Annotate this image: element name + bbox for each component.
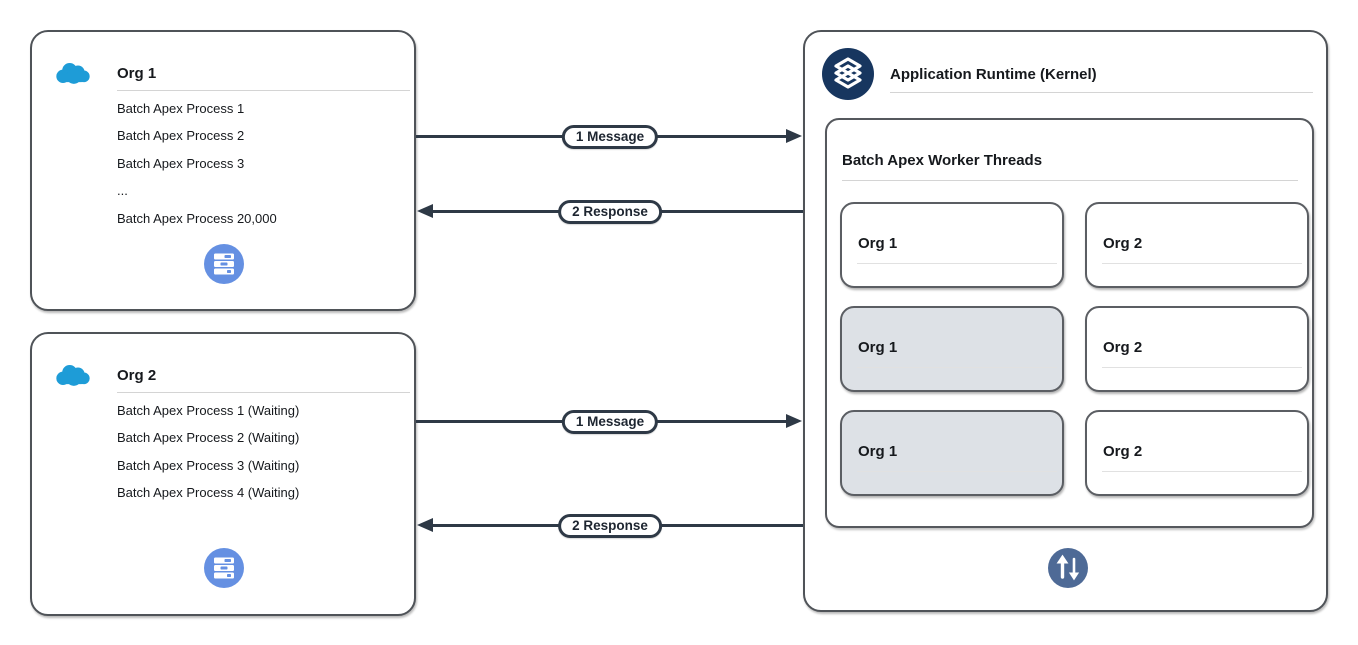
panel-title: Batch Apex Worker Threads (842, 152, 1043, 169)
worker-thread-slot: Org 1 (840, 410, 1064, 496)
arrowhead-right-icon (786, 414, 802, 428)
slot-divider (1102, 471, 1302, 472)
slot-divider (857, 471, 1057, 472)
process-item: Batch Apex Process 1 (117, 101, 245, 116)
slot-org-label: Org 2 (1103, 443, 1143, 460)
slot-org-label: Org 1 (858, 235, 898, 252)
worker-thread-slot: Org 2 (1085, 306, 1309, 392)
header-divider (117, 392, 410, 393)
header-divider (890, 92, 1313, 93)
org1-panel: Org 1 Batch Apex Process 1 Batch Apex Pr… (30, 30, 416, 311)
org2-panel: Org 2 Batch Apex Process 1 (Waiting) Bat… (30, 332, 416, 616)
slot-divider (857, 367, 1057, 368)
server-stack-icon (204, 244, 244, 284)
slot-divider (857, 263, 1057, 264)
slot-org-label: Org 1 (858, 339, 898, 356)
worker-thread-slot: Org 2 (1085, 410, 1309, 496)
slot-divider (1102, 367, 1302, 368)
process-item: Batch Apex Process 3 (117, 155, 245, 171)
response-label-pill: 2 Response (558, 200, 662, 224)
slot-org-label: Org 2 (1103, 339, 1143, 356)
process-item: Batch Apex Process 2 (117, 128, 245, 144)
slot-divider (1102, 263, 1302, 264)
slot-org-label: Org 1 (858, 443, 898, 460)
slot-org-label: Org 2 (1103, 235, 1143, 252)
panel-title: Application Runtime (Kernel) (890, 66, 1097, 83)
panel-title: Org 2 (117, 367, 157, 384)
process-item: Batch Apex Process 20,000 (117, 210, 277, 226)
process-item: Batch Apex Process 1 (Waiting) (117, 403, 300, 418)
response-label-pill: 2 Response (558, 514, 662, 538)
server-stack-icon (204, 548, 244, 588)
up-down-arrows-icon (1048, 548, 1088, 588)
salesforce-cloud-icon (53, 360, 93, 390)
runtime-panel: Application Runtime (Kernel) Batch Apex … (803, 30, 1328, 612)
header-divider (117, 90, 410, 91)
salesforce-cloud-icon (53, 58, 93, 88)
process-item: Batch Apex Process 4 (Waiting) (117, 485, 300, 501)
process-list: Batch Apex Process 1 Batch Apex Process … (117, 95, 404, 232)
arrowhead-left-icon (417, 518, 433, 532)
worker-thread-slot: Org 1 (840, 306, 1064, 392)
message-label-pill: 1 Message (561, 125, 659, 149)
arrowhead-left-icon (417, 204, 433, 218)
panel-title: Org 1 (117, 65, 157, 82)
worker-threads-panel: Batch Apex Worker Threads Org 1 Org 2 Or… (825, 118, 1314, 528)
header-divider (842, 180, 1298, 181)
message-label-pill: 1 Message (561, 410, 659, 434)
process-item: Batch Apex Process 2 (Waiting) (117, 430, 300, 446)
layers-icon (822, 48, 874, 100)
process-item: ... (117, 183, 128, 199)
worker-thread-slot: Org 1 (840, 202, 1064, 288)
arrowhead-right-icon (786, 129, 802, 143)
process-item: Batch Apex Process 3 (Waiting) (117, 457, 300, 473)
process-list: Batch Apex Process 1 (Waiting) Batch Ape… (117, 397, 404, 507)
worker-thread-slot: Org 2 (1085, 202, 1309, 288)
